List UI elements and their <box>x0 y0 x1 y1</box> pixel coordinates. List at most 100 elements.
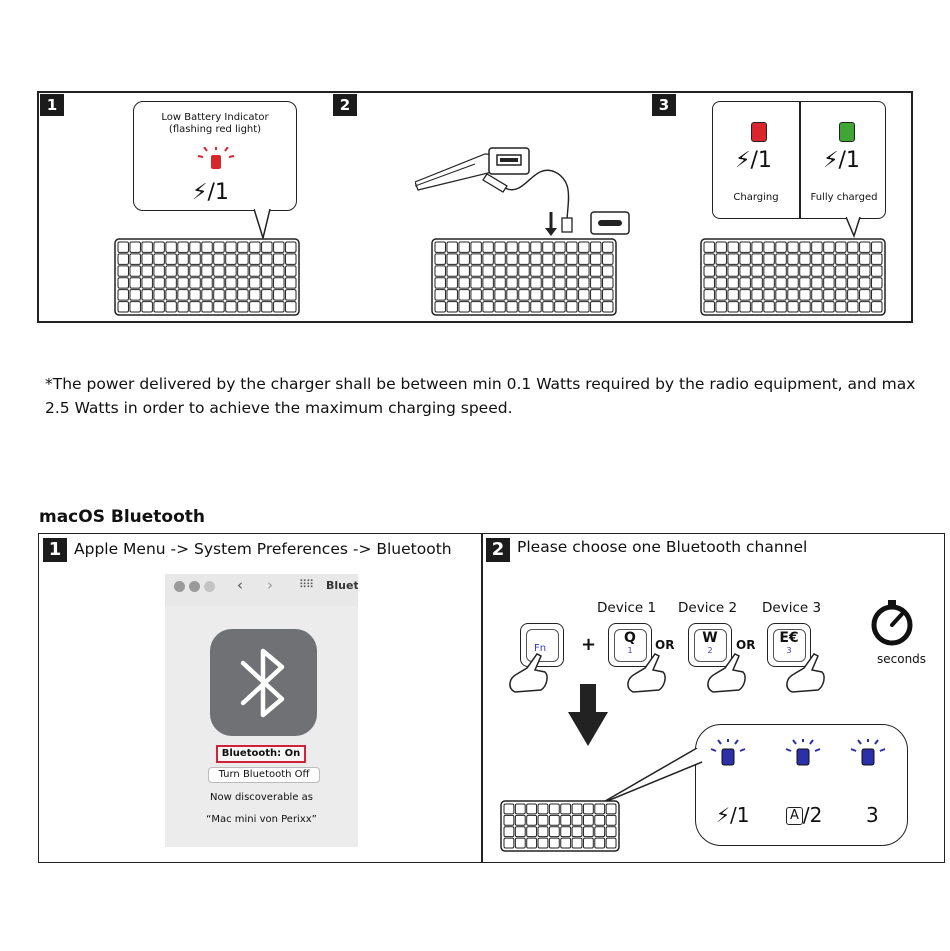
grid-icon[interactable]: ⠿⠿ <box>299 578 314 591</box>
keyboard-key <box>560 803 572 815</box>
keyboard-key <box>514 803 526 815</box>
keyboard-key <box>530 265 542 277</box>
keyboard-key <box>578 277 590 289</box>
keyboard-key <box>129 301 141 313</box>
keyboard-key <box>578 241 590 253</box>
key-cap <box>526 629 559 662</box>
keyboard-key <box>526 837 538 849</box>
blue-led-indicators <box>710 739 886 766</box>
keyboard-key <box>482 253 494 265</box>
keyboard-key <box>811 301 823 313</box>
keyboard-key <box>165 289 177 301</box>
charging-channel: ⚡/1 <box>735 148 772 173</box>
timer-label: seconds <box>877 652 927 666</box>
keyboard-key <box>225 277 237 289</box>
keyboard-key <box>514 837 526 849</box>
channel-2: A/2 <box>786 803 822 827</box>
q-key-number: 1 <box>627 646 633 655</box>
keyboard-key <box>871 265 883 277</box>
e-key: E€ 3 <box>767 623 811 667</box>
keyboard-key <box>554 265 566 277</box>
keyboard-key <box>751 277 763 289</box>
keyboard-key <box>165 265 177 277</box>
keyboard-key <box>823 265 835 277</box>
keyboard-key <box>530 277 542 289</box>
keyboard-key <box>602 241 614 253</box>
keyboard-key <box>602 289 614 301</box>
keyboard-key <box>273 277 285 289</box>
keyboard-key <box>273 265 285 277</box>
keyboard-key <box>434 265 446 277</box>
back-icon[interactable]: ‹ <box>237 576 243 594</box>
keyboard-key <box>273 301 285 313</box>
keyboard-key <box>727 289 739 301</box>
keyboard-key <box>503 837 515 849</box>
keyboard-key <box>835 253 847 265</box>
keyboard-key <box>249 265 261 277</box>
keyboard-key <box>847 301 859 313</box>
keyboard-key <box>458 289 470 301</box>
channel-1: ⚡/1 <box>716 803 750 827</box>
keyboard-key <box>775 265 787 277</box>
keyboard-key <box>542 289 554 301</box>
keyboard-key <box>129 241 141 253</box>
close-dot-icon[interactable] <box>174 581 185 592</box>
keyboard-key <box>153 265 165 277</box>
keyboard-key <box>799 289 811 301</box>
keyboard-key <box>715 253 727 265</box>
keyboard-key <box>213 265 225 277</box>
keyboard-key <box>763 265 775 277</box>
keyboard-key <box>177 301 189 313</box>
keyboard-key <box>494 265 506 277</box>
zoom-dot-icon[interactable] <box>204 581 215 592</box>
charging-status-box: ⚡/1 ⚡/1 Charging Fully charged <box>712 101 886 219</box>
forward-icon[interactable]: › <box>267 576 273 594</box>
keyboard-key <box>165 241 177 253</box>
keyboard-key <box>153 253 165 265</box>
keyboard-key <box>787 241 799 253</box>
keyboard-key <box>530 241 542 253</box>
keyboard-key <box>537 837 549 849</box>
fn-key-label: Fn <box>534 643 547 654</box>
keyboard-key <box>578 289 590 301</box>
keyboard-key <box>605 814 617 826</box>
keyboard-key <box>703 253 715 265</box>
keyboard-key <box>225 265 237 277</box>
keyboard-key <box>141 289 153 301</box>
keyboard-key <box>554 301 566 313</box>
keyboard-key <box>201 301 213 313</box>
keyboard-key <box>482 301 494 313</box>
keyboard-key <box>506 265 518 277</box>
keyboard-key <box>530 253 542 265</box>
keyboard-key <box>859 289 871 301</box>
keyboard-key <box>542 265 554 277</box>
hand-icon <box>707 653 746 693</box>
keyboard-key <box>787 253 799 265</box>
keyboard-illustration <box>431 238 617 316</box>
keyboard-key <box>799 253 811 265</box>
keyboard-key <box>153 277 165 289</box>
minimize-dot-icon[interactable] <box>189 581 200 592</box>
keyboard-key <box>117 265 129 277</box>
keyboard-key <box>859 277 871 289</box>
keyboard-key <box>261 265 273 277</box>
keyboard-key <box>859 253 871 265</box>
keyboard-key <box>141 301 153 313</box>
keyboard-key <box>566 277 578 289</box>
keyboard-key <box>458 301 470 313</box>
keyboard-key <box>261 253 273 265</box>
keyboard-key <box>530 289 542 301</box>
keyboard-key <box>571 814 583 826</box>
status-divider <box>799 102 801 218</box>
keyboard-key <box>775 289 787 301</box>
keyboard-key <box>189 277 201 289</box>
keyboard-key <box>526 803 538 815</box>
turn-bluetooth-off-button[interactable]: Turn Bluetooth Off <box>208 767 320 783</box>
keyboard-key <box>751 265 763 277</box>
keyboard-key <box>751 253 763 265</box>
keyboard-key <box>590 265 602 277</box>
keyboard-key <box>434 301 446 313</box>
keyboard-key <box>482 277 494 289</box>
keyboard-key <box>727 277 739 289</box>
usb-cable-illustration <box>415 147 630 236</box>
